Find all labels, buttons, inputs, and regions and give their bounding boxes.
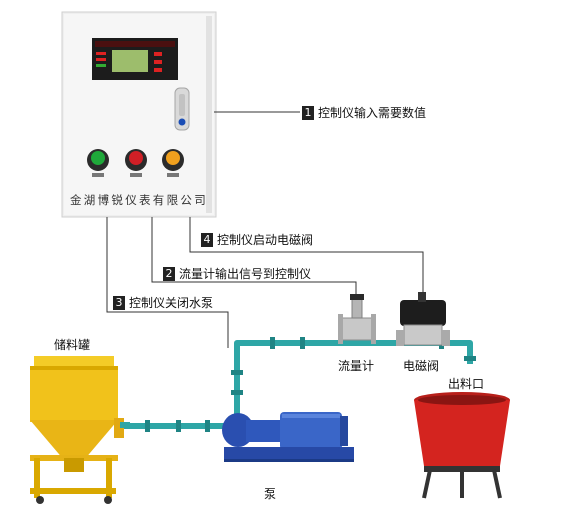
step-4-annotation: 4 控制仪启动电磁阀 bbox=[201, 231, 313, 248]
step-1-number: 1 bbox=[302, 105, 314, 120]
step-4-number: 4 bbox=[201, 232, 213, 247]
valve-label: 电磁阀 bbox=[403, 359, 440, 373]
storage-tank bbox=[30, 356, 130, 504]
signal-line-4 bbox=[189, 217, 424, 292]
step-3-annotation: 3 控制仪关闭水泵 bbox=[113, 294, 213, 311]
step-2-number: 2 bbox=[163, 266, 175, 281]
cabinet-buttons bbox=[87, 149, 184, 177]
flowmeter-label: 流量计 bbox=[338, 359, 375, 373]
step-3-number: 3 bbox=[113, 295, 125, 310]
step-1-text: 控制仪输入需要数值 bbox=[318, 106, 427, 120]
step-3-text: 控制仪关闭水泵 bbox=[129, 296, 214, 310]
pump-label: 泵 bbox=[264, 487, 277, 501]
signal-line-3 bbox=[106, 217, 229, 348]
solenoid-valve bbox=[396, 292, 450, 346]
cabinet-brand-text: 金湖博锐仪表有限公司 bbox=[70, 193, 208, 207]
pipe-pump-riser bbox=[234, 340, 473, 415]
step-2-text: 流量计输出信号到控制仪 bbox=[179, 267, 312, 281]
outlet-label: 出料口 bbox=[448, 377, 485, 391]
tank-label: 储料罐 bbox=[54, 338, 91, 352]
controller-display bbox=[92, 38, 178, 80]
step-1-annotation: 1 控制仪输入需要数值 bbox=[302, 104, 426, 121]
step-4-text: 控制仪启动电磁阀 bbox=[217, 233, 314, 247]
signal-lines bbox=[106, 111, 424, 348]
cabinet-lock-handle bbox=[174, 87, 190, 131]
flowmeter bbox=[338, 294, 376, 344]
outlet-bucket bbox=[414, 392, 510, 499]
signal-line-2 bbox=[151, 217, 357, 297]
step-2-annotation: 2 流量计输出信号到控制仪 bbox=[163, 265, 311, 282]
pump bbox=[222, 412, 354, 462]
